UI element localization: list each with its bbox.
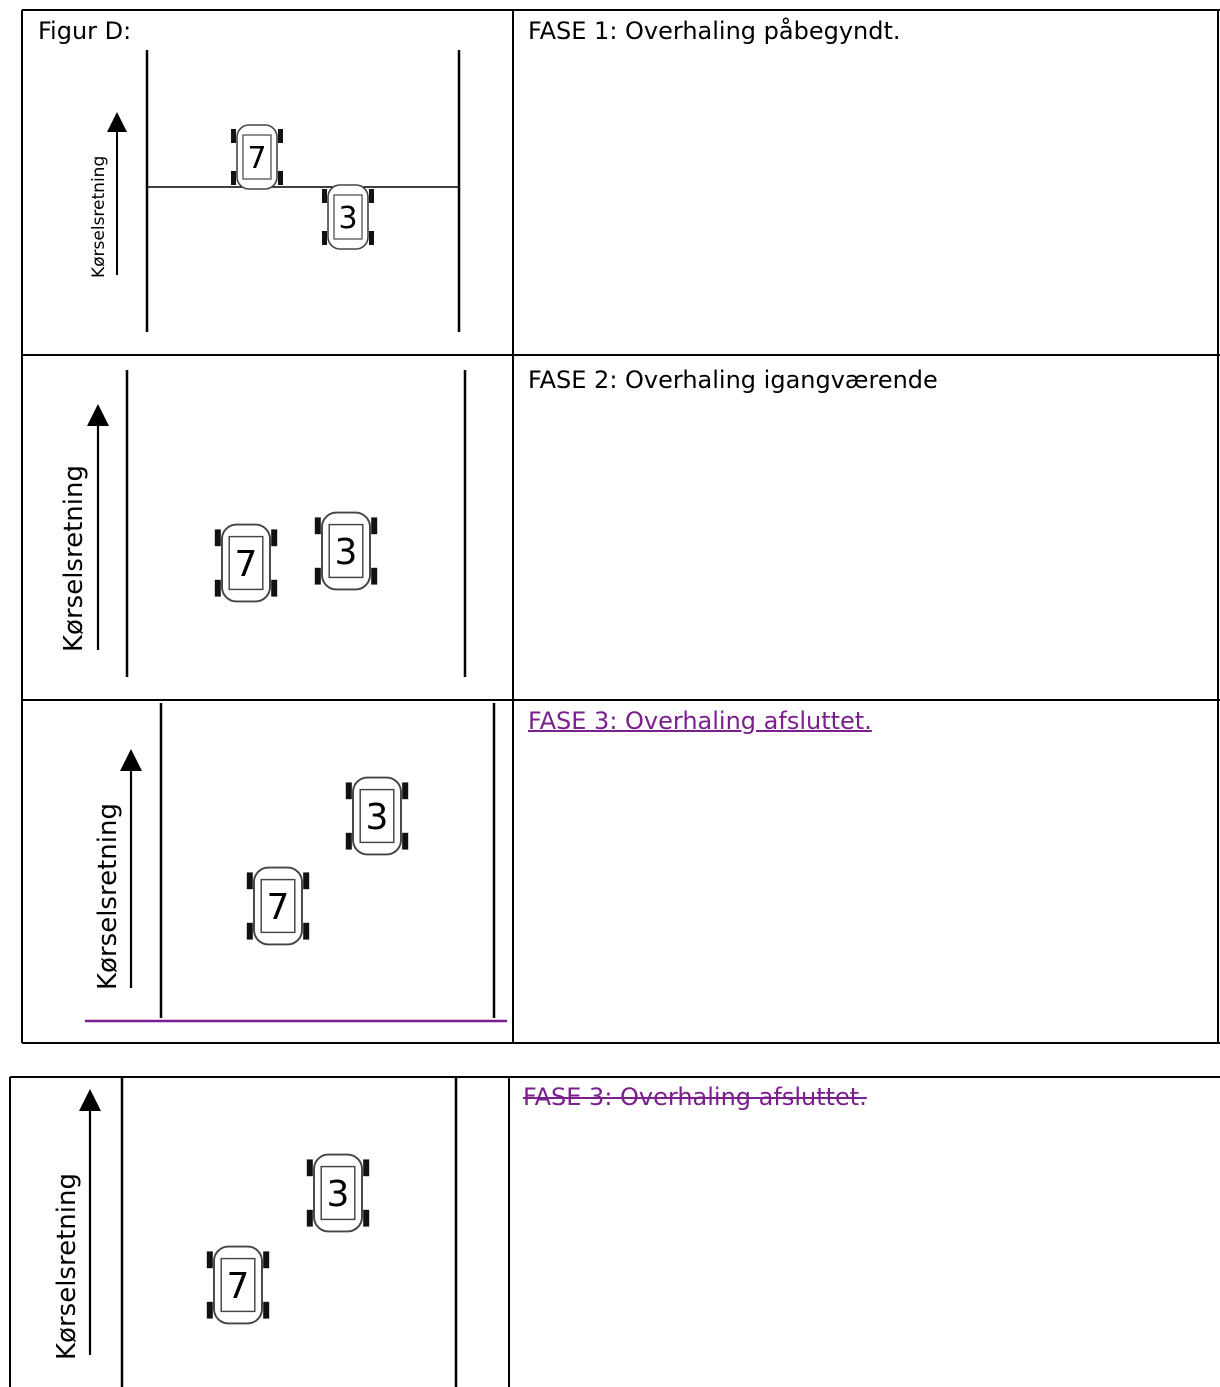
phase3-description-deleted: FASE 3: Overhaling afsluttet.: [523, 1083, 867, 1111]
phase3-description: FASE 3: Overhaling afsluttet.: [528, 707, 872, 735]
direction-label: Kørselsretning: [89, 156, 109, 278]
direction-label: Kørselsretning: [93, 803, 123, 990]
car-7: 7: [205, 1245, 271, 1325]
car-number: 7: [235, 544, 258, 585]
car-number: 7: [227, 1266, 250, 1307]
phase2-diagram: Kørselsretning 7 3: [59, 370, 467, 677]
car-3: 3: [313, 511, 379, 591]
car-3: 3: [344, 776, 410, 856]
car-number: 7: [267, 887, 290, 928]
car-7: 7: [245, 866, 311, 946]
car-number: 3: [338, 201, 357, 236]
car-number: 3: [327, 1174, 350, 1215]
table2-diagram: Kørselsretning 7 3: [52, 1077, 458, 1387]
figure-label: Figur D:: [38, 17, 132, 45]
car-3: 3: [321, 184, 375, 250]
car-number: 3: [335, 532, 358, 573]
phase1-description: FASE 1: Overhaling påbegyndt.: [528, 17, 901, 45]
direction-label: Kørselsretning: [52, 1173, 82, 1360]
phase3-diagram: Kørselsretning 7 3: [85, 703, 507, 1023]
car-number: 7: [247, 141, 266, 176]
phase1-diagram: Kørselsretning 7 3: [89, 50, 461, 332]
car-7: 7: [213, 523, 279, 603]
car-number: 3: [366, 797, 389, 838]
car-3: 3: [305, 1153, 371, 1233]
car-7: 7: [230, 124, 284, 190]
direction-label: Kørselsretning: [59, 465, 89, 652]
phase2-description: FASE 2: Overhaling igangværende: [528, 366, 938, 394]
table2-grid: [9, 1076, 1220, 1387]
table1-grid: [21, 9, 1220, 1044]
